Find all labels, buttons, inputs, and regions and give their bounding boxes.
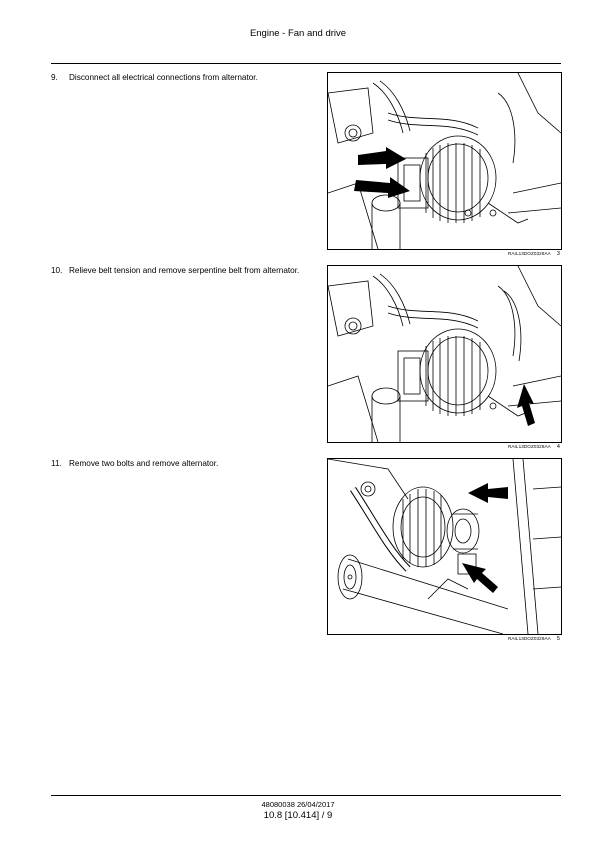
step-9: 9. Disconnect all electrical connections…: [51, 72, 311, 83]
figure-4-caption: RAIL13DOZ0328AA 4: [450, 444, 560, 450]
figure-3-caption: RAIL13DOZ0328AA 3: [450, 251, 560, 257]
figure-code: RAIL13DOZ0328AA: [507, 251, 551, 256]
step-11: 11. Remove two bolts and remove alternat…: [51, 458, 311, 469]
step-text: Relieve belt tension and remove serpenti…: [69, 266, 300, 275]
figure-number: 5: [556, 636, 560, 642]
figure-number: 3: [556, 251, 560, 257]
figure-3-image: [327, 72, 562, 250]
step-number: 9.: [51, 73, 58, 82]
step-text: Disconnect all electrical connections fr…: [69, 73, 258, 82]
step-number: 11.: [51, 459, 62, 468]
footer-page-number: 10.8 [10.414] / 9: [263, 810, 333, 821]
figure-4-image: [327, 265, 562, 443]
figure-code: RAIL13DOZ0329AA: [507, 636, 551, 641]
page-header-title: Engine - Fan and drive: [249, 28, 347, 39]
figure-5-image: [327, 458, 562, 635]
figure-number: 4: [556, 444, 560, 450]
figure-code: RAIL13DOZ0328AA: [507, 444, 551, 449]
step-text: Remove two bolts and remove alternator.: [69, 459, 219, 468]
footer-rule: [51, 795, 561, 796]
figure-5-caption: RAIL13DOZ0329AA 5: [450, 636, 560, 642]
footer-document-info: 48080038 26/04/2017: [261, 800, 335, 809]
step-10: 10. Relieve belt tension and remove serp…: [51, 265, 311, 276]
header-rule: [51, 63, 561, 64]
step-number: 10.: [51, 266, 63, 275]
